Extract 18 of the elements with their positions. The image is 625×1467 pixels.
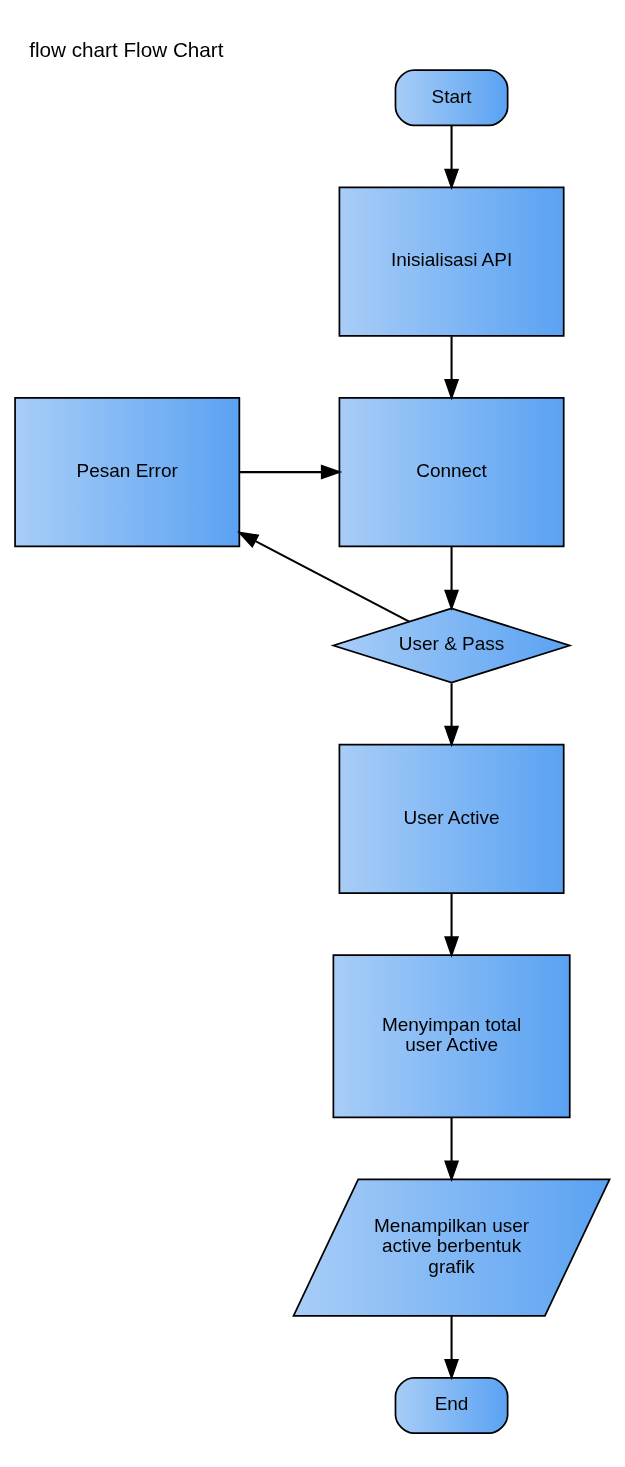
node-box: Inisialisasi API — [338, 186, 565, 337]
node-box: User Active — [338, 743, 565, 894]
diagram-title: flow chart Flow Chart — [29, 38, 224, 62]
node-box: End — [394, 1377, 509, 1434]
arrow — [239, 464, 343, 480]
arrow — [444, 336, 460, 401]
node-box: Start — [394, 69, 509, 127]
node-box: Menyimpan total user Active — [332, 954, 571, 1119]
node-box: Connect — [338, 397, 565, 548]
arrow — [444, 1117, 460, 1182]
arrow — [236, 531, 410, 623]
node-box: Pesan Error — [14, 397, 241, 548]
arrow — [444, 125, 460, 191]
arrow — [444, 893, 460, 958]
arrow — [444, 546, 460, 612]
node-diamond: User & Pass — [330, 607, 573, 684]
arrow — [444, 1316, 460, 1381]
arrow — [444, 683, 460, 748]
